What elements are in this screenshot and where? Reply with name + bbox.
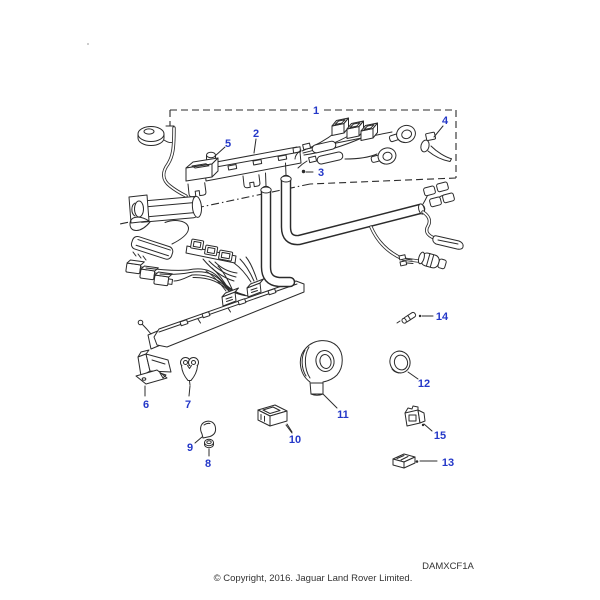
wire-sleeves [294, 140, 344, 169]
conduit-end-fittings [369, 181, 464, 270]
callout-labels: 1 2 3 4 5 6 7 8 9 10 11 12 13 14 15 [143, 105, 454, 470]
pin-terminal [396, 311, 434, 324]
callout-2-leader [253, 138, 257, 154]
lower-rail [137, 280, 305, 350]
callout-1: 1 [313, 105, 319, 117]
callout-4: 4 [442, 115, 449, 127]
plug-connectors [125, 259, 193, 287]
rail-blocks [221, 278, 264, 307]
block-wires [205, 256, 258, 292]
callout-8: 8 [205, 458, 211, 470]
injector-connectors [331, 117, 378, 141]
callout-15: 15 [434, 430, 446, 442]
bulb-holder [204, 438, 214, 457]
callout-leaders [214, 125, 444, 174]
fuel-rail [185, 146, 302, 198]
lower-harness-assembly [125, 162, 464, 350]
callout-5: 5 [225, 138, 231, 150]
callout-14: 14 [436, 311, 449, 323]
callout-5-leader [214, 146, 226, 157]
individual-parts [135, 311, 438, 469]
callout-2: 2 [253, 128, 259, 140]
seal-ring [389, 350, 419, 380]
callout-4-leader [433, 125, 444, 138]
footer: DAMXCF1A © Copyright, 2016. Jaguar Land … [214, 561, 475, 584]
harness-wire-loop [162, 126, 188, 198]
copyright-text: © Copyright, 2016. Jaguar Land Rover Lim… [214, 573, 413, 584]
callout-11: 11 [337, 409, 349, 421]
callout-10: 10 [289, 434, 301, 446]
drawing-code: DAMXCF1A [422, 561, 474, 572]
ring-terminals [370, 124, 416, 165]
label-sleeve [130, 235, 174, 261]
sensor-connector [404, 405, 426, 427]
callout-9: 9 [187, 442, 193, 454]
callout-13: 13 [442, 457, 454, 469]
rubber-boot [299, 340, 343, 409]
flat-connector [392, 453, 419, 469]
callout-12: 12 [418, 378, 430, 390]
speck [87, 43, 89, 45]
connector-bracket [185, 238, 238, 282]
callout-6: 6 [143, 399, 149, 411]
bracket [135, 349, 172, 397]
cable-tie [420, 131, 452, 162]
grommet-clip [180, 357, 199, 397]
rail-clips [187, 174, 261, 198]
bulb [194, 420, 217, 444]
callout-7: 7 [185, 399, 191, 411]
cap-sensor [137, 126, 176, 146]
harness-assembly [137, 117, 452, 198]
callout-3: 3 [318, 167, 324, 179]
relay-connector [257, 404, 293, 433]
cylinder-actuator [128, 194, 203, 245]
barrel-connector [417, 251, 447, 270]
